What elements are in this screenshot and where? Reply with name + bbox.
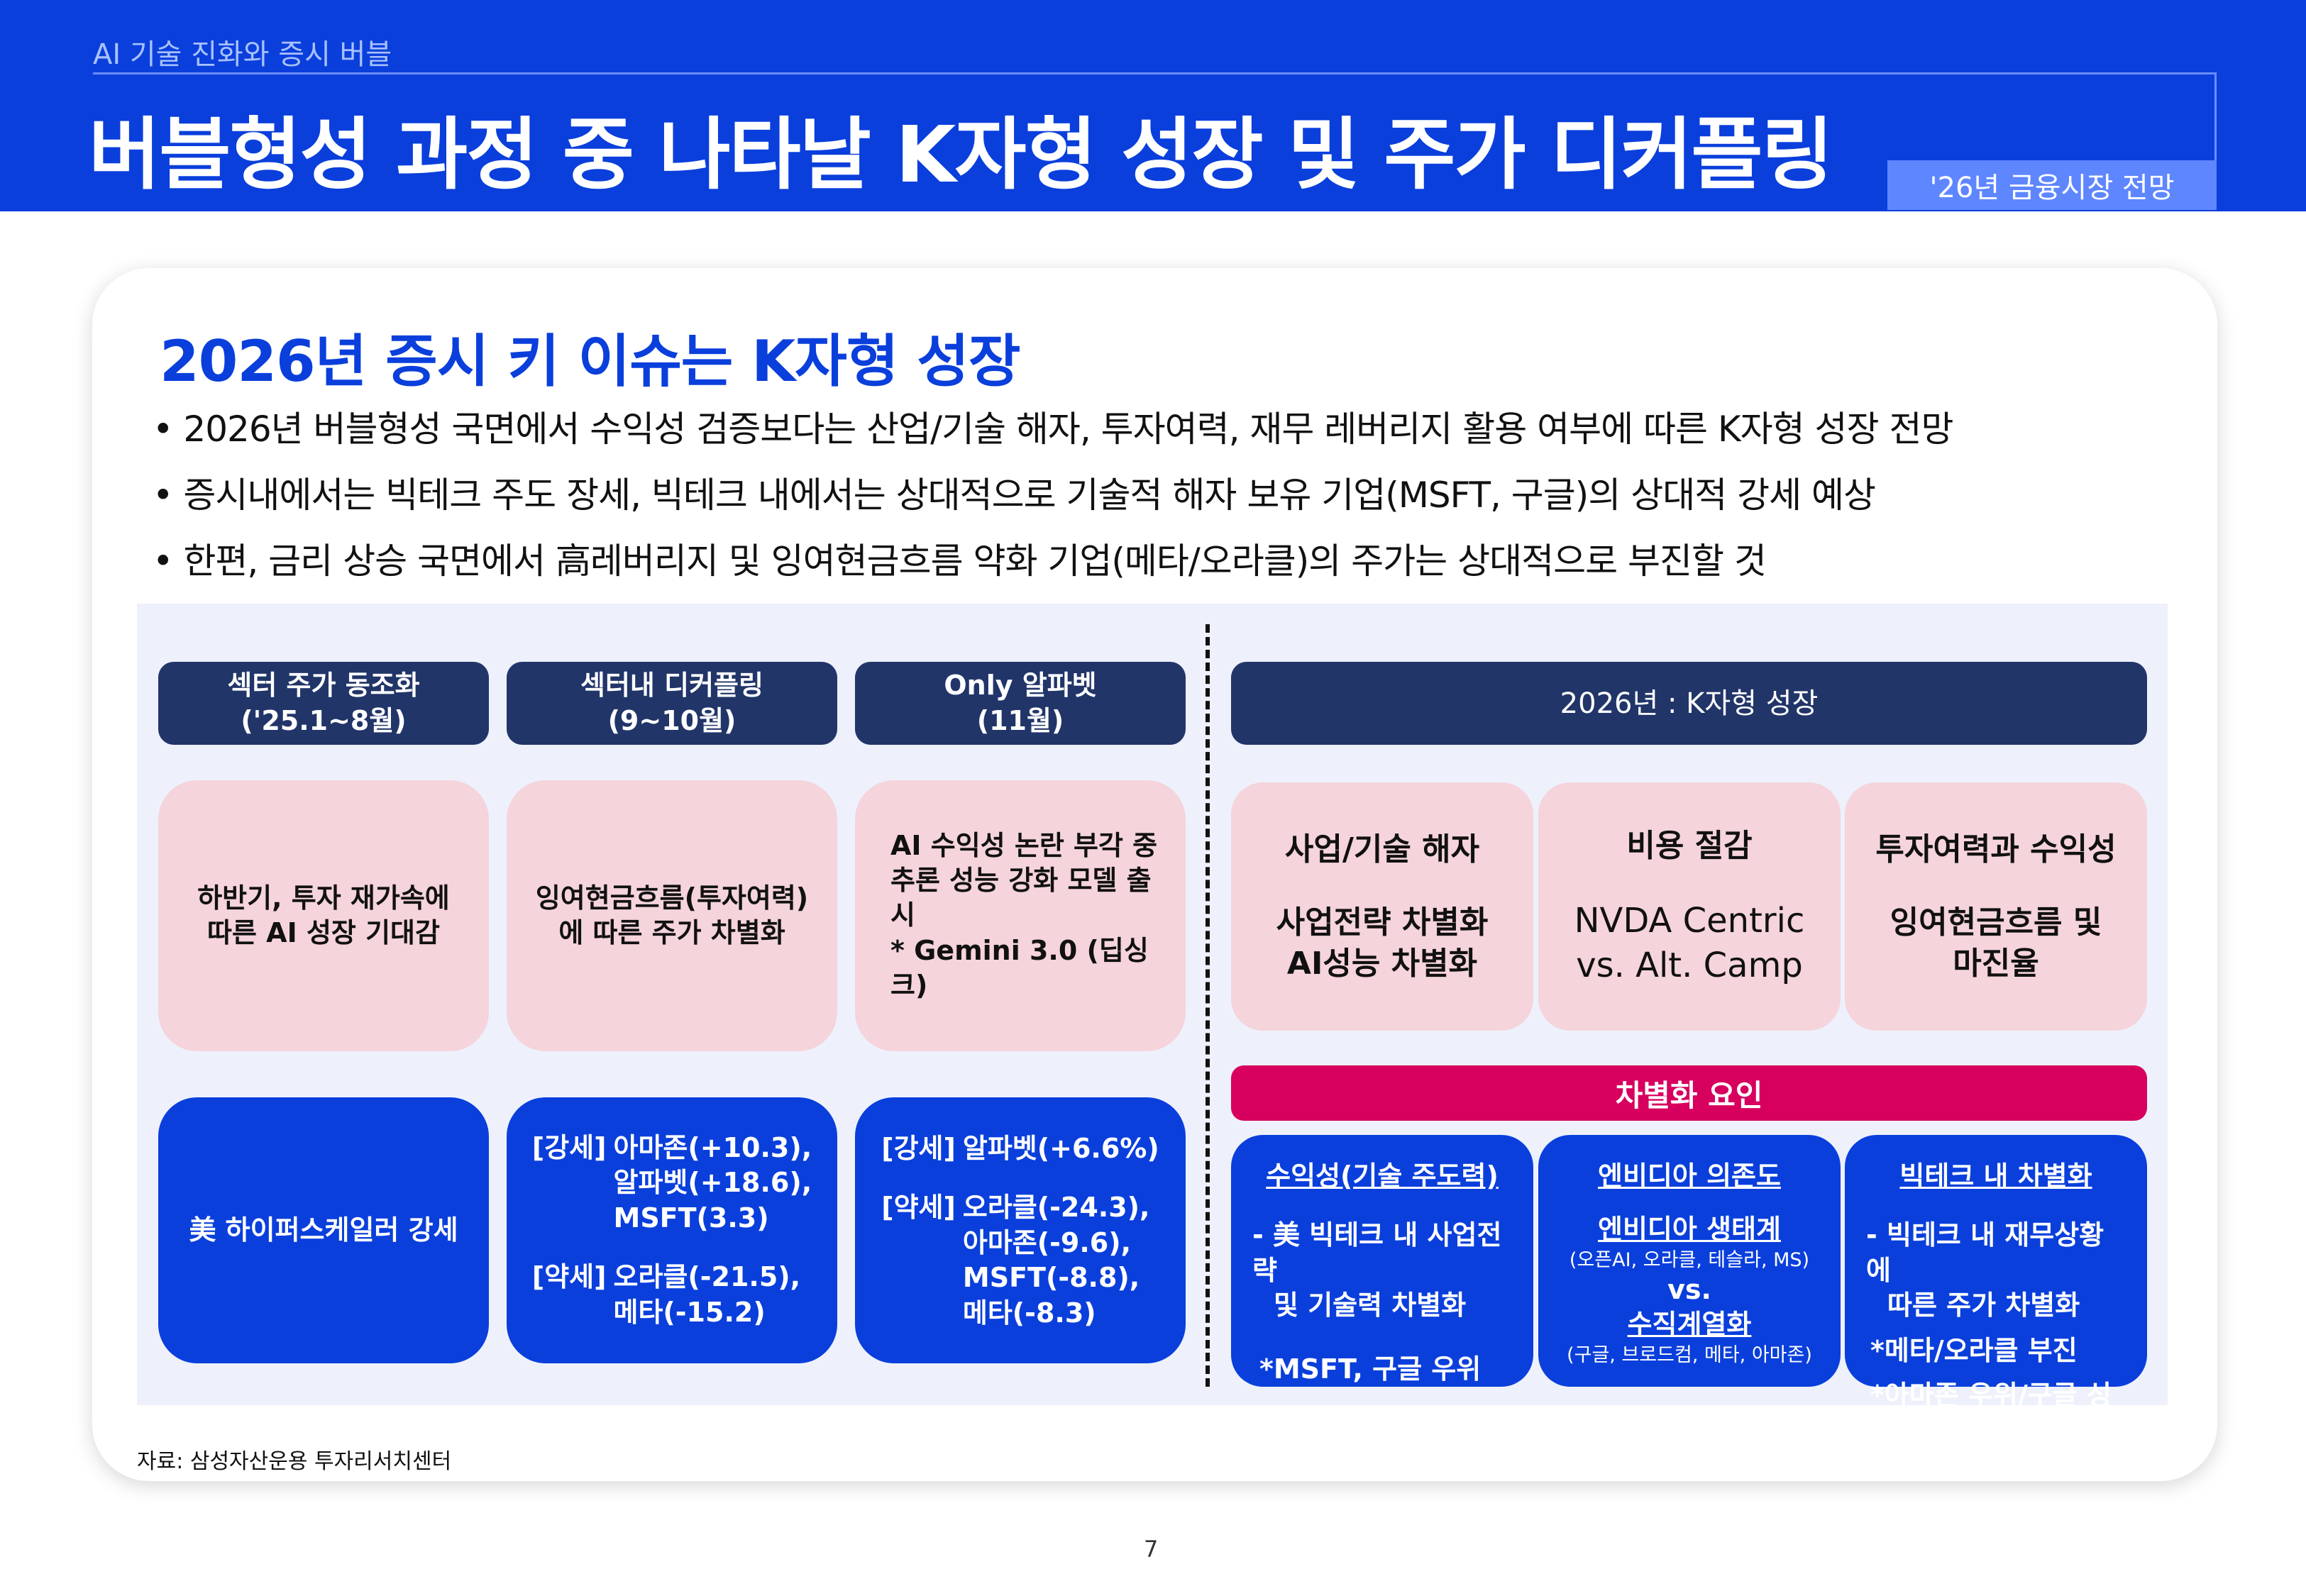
factor-2: 엔비디아 의존도 엔비디아 생태계 (오픈AI, 오라클, 테슬라, MS) v… xyxy=(1538,1135,1841,1387)
factor-2-vs: vs. xyxy=(1667,1273,1711,1305)
phase-3-period: (11월) xyxy=(976,704,1064,736)
factor-3-title: 빅테크 내 차별화 xyxy=(1899,1160,2092,1192)
phase-1-period: ('25.1~8월) xyxy=(241,704,407,736)
section-label: AI 기술 진화와 증시 버블 xyxy=(93,38,392,71)
pillar-3: 투자여력과 수익성 잉여현금흐름 및 마진율 xyxy=(1845,782,2147,1031)
phase-3-desc-line: * Gemini 3.0 (딥싱크) xyxy=(890,934,1149,1002)
pillar-2-line: NVDA Centric xyxy=(1574,901,1805,941)
pillar-1-line: 사업전략 차별화 xyxy=(1276,904,1489,941)
factor-1-line: *MSFT, 구글 우위 xyxy=(1259,1353,1482,1385)
factor-3-line: *아마존 우위/구글 성장 xyxy=(1870,1379,2112,1446)
weak-tag: [약세] xyxy=(881,1192,956,1224)
phase-2-title: 섹터내 디커플링 xyxy=(580,670,763,702)
weak-item: 오라클(-24.3), xyxy=(962,1192,1150,1224)
factor-1-title: 수익성(기술 주도력) xyxy=(1266,1160,1499,1192)
phase-3-desc-line: AI 수익성 논란 부각 중 xyxy=(890,829,1158,861)
k-growth-title: 2026년 : K자형 성장 xyxy=(1560,687,1819,720)
weak-item: 메타(-8.3) xyxy=(962,1297,1096,1329)
factor-3-line: 따른 주가 차별화 xyxy=(1887,1290,2080,1321)
pillar-3-line: 마진율 xyxy=(1953,945,2039,982)
pillar-2-line: vs. Alt. Camp xyxy=(1576,945,1803,985)
phase-desc-3: AI 수익성 논란 부각 중 추론 성능 강화 모델 출시 * Gemini 3… xyxy=(855,780,1186,1051)
phase-1-title: 섹터 주가 동조화 xyxy=(227,670,420,702)
pillar-3-label: 투자여력과 수익성 xyxy=(1875,831,2117,868)
phase-result-2: [강세] 아마존(+10.3), 알파벳(+18.6), MSFT(3.3) [… xyxy=(507,1097,837,1363)
phase-2-desc-line: 잉여현금흐름(투자여력) xyxy=(535,882,809,914)
dashed-divider xyxy=(1206,624,1210,1387)
phase-3-result-list: [강세] 알파벳(+6.6%) [약세] 오라클(-24.3), 아마존(-9.… xyxy=(881,1131,1159,1331)
factor-2-title: 엔비디아 의존도 xyxy=(1598,1160,1781,1192)
pillar-3-line: 잉여현금흐름 및 xyxy=(1890,904,2102,941)
factor-2-sub2: 수직계열화 xyxy=(1627,1309,1752,1341)
header-rule xyxy=(93,72,2217,74)
strong-item: 알파벳(+18.6), xyxy=(613,1167,812,1199)
phase-header-1: 섹터 주가 동조화 ('25.1~8월) xyxy=(158,662,489,745)
weak-item: 메타(-15.2) xyxy=(613,1296,766,1328)
strong-tag: [강세] xyxy=(881,1133,956,1164)
phase-header-2: 섹터내 디커플링 (9~10월) xyxy=(507,662,837,745)
header-banner: AI 기술 진화와 증시 버블 버블형성 과정 중 나타날 K자형 성장 및 주… xyxy=(0,0,2306,211)
bullet-2: • 증시내에서는 빅테크 주도 장세, 빅테크 내에서는 상대적으로 기술적 해… xyxy=(153,475,1876,516)
pillar-2: 비용 절감 NVDA Centric vs. Alt. Camp xyxy=(1538,782,1841,1031)
bullet-1: • 2026년 버블형성 국면에서 수익성 검증보다는 산업/기술 해자, 투자… xyxy=(153,409,1953,450)
factor-1-line: - 美 빅테크 내 사업전략 xyxy=(1252,1219,1502,1286)
phase-result-3: [강세] 알파벳(+6.6%) [약세] 오라클(-24.3), 아마존(-9.… xyxy=(855,1097,1186,1363)
strong-item: 알파벳(+6.6%) xyxy=(962,1133,1159,1164)
pillar-1-line: AI성능 차별화 xyxy=(1286,945,1478,982)
phase-3-desc-line: 추론 성능 강화 모델 출시 xyxy=(890,864,1152,931)
weak-item: 오라클(-21.5), xyxy=(613,1261,801,1293)
strong-tag: [강세] xyxy=(531,1132,607,1164)
phase-desc-2: 잉여현금흐름(투자여력) 에 따른 주가 차별화 xyxy=(507,780,837,1051)
phase-1-desc-line: 따른 AI 성장 기대감 xyxy=(207,917,440,948)
weak-item: 아마존(-9.6), xyxy=(962,1226,1132,1258)
key-issue-heading: 2026년 증시 키 이슈는 K자형 성장 xyxy=(160,328,1021,394)
factor-2-sub2-note: (구글, 브로드컴, 메타, 아마존) xyxy=(1567,1343,1812,1366)
strong-item: MSFT(3.3) xyxy=(613,1202,769,1234)
phase-1-result-text: 美 하이퍼스케일러 강세 xyxy=(189,1214,458,1246)
strong-item: 아마존(+10.3), xyxy=(613,1132,812,1164)
pillar-1: 사업/기술 해자 사업전략 차별화 AI성능 차별화 xyxy=(1231,782,1533,1031)
phase-2-result-list: [강세] 아마존(+10.3), 알파벳(+18.6), MSFT(3.3) [… xyxy=(532,1131,812,1330)
factor-1-line: 및 기술력 차별화 xyxy=(1274,1290,1467,1321)
page-number: 7 xyxy=(1144,1536,1159,1563)
weak-item: MSFT(-8.8), xyxy=(962,1262,1140,1294)
factor-3: 빅테크 내 차별화 - 빅테크 내 재무상황에 따른 주가 차별화 *메타/오라… xyxy=(1845,1135,2147,1446)
phase-result-1: 美 하이퍼스케일러 강세 xyxy=(158,1097,489,1363)
phase-2-desc-line: 에 따른 주가 차별화 xyxy=(558,917,785,948)
phase-header-3: Only 알파벳 (11월) xyxy=(855,662,1186,745)
header-rule-right xyxy=(2214,72,2217,209)
factor-3-line: - 빅테크 내 재무상황에 xyxy=(1866,1219,2104,1286)
k-growth-header: 2026년 : K자형 성장 xyxy=(1231,662,2147,745)
source-note: 자료: 삼성자산운용 투자리서치센터 xyxy=(137,1449,452,1474)
report-tag: '26년 금융시장 전망 xyxy=(1887,160,2217,210)
phase-3-title: Only 알파벳 xyxy=(944,670,1097,702)
factor-2-sub1-note: (오픈AI, 오라클, 테슬라, MS) xyxy=(1569,1248,1810,1271)
pillar-2-label: 비용 절감 xyxy=(1626,828,1753,865)
pillar-1-label: 사업/기술 해자 xyxy=(1284,831,1480,868)
factor-2-sub1: 엔비디아 생태계 xyxy=(1598,1214,1781,1246)
bullet-3: • 한편, 금리 상승 국면에서 高레버리지 및 잉여현금흐름 약화 기업(메타… xyxy=(153,541,1767,582)
phase-2-period: (9~10월) xyxy=(607,704,737,736)
phase-1-desc-line: 하반기, 투자 재가속에 xyxy=(197,882,450,914)
page-title: 버블형성 과정 중 나타날 K자형 성장 및 주가 디커플링 xyxy=(89,109,1833,200)
weak-tag: [약세] xyxy=(531,1261,607,1293)
differentiation-factor-bar: 차별화 요인 xyxy=(1231,1065,2147,1121)
phase-desc-1: 하반기, 투자 재가속에 따른 AI 성장 기대감 xyxy=(158,780,489,1051)
factor-3-line: *메타/오라클 부진 xyxy=(1870,1334,2078,1366)
factor-1: 수익성(기술 주도력) - 美 빅테크 내 사업전략 및 기술력 차별화 *MS… xyxy=(1231,1135,1533,1387)
